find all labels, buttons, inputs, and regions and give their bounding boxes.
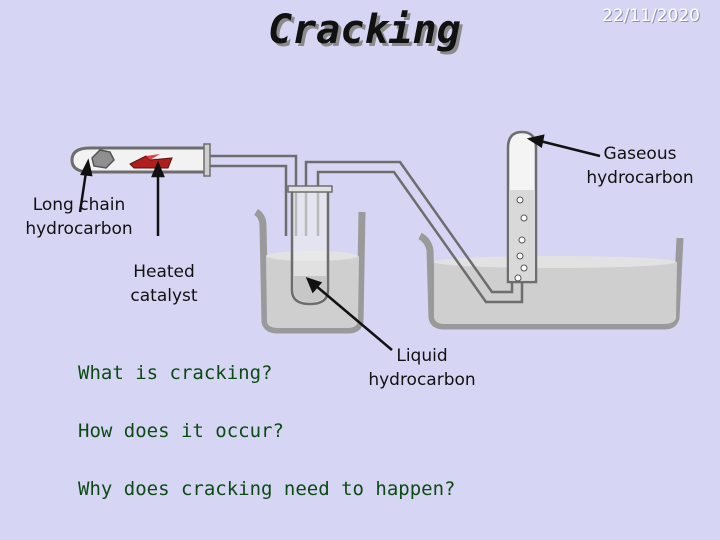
question-what-is-cracking: What is cracking? <box>78 362 273 384</box>
heated-catalyst-label: Heated catalyst <box>130 262 198 306</box>
catalyst-shape <box>129 154 173 169</box>
long-chain-hydrocarbon-label: Long chain hydrocarbon <box>25 195 133 239</box>
liquid-hydrocarbon-label: Liquid hydrocarbon <box>368 346 476 390</box>
question-how-does-it-occur: How does it occur? <box>78 420 284 442</box>
question-why-cracking: Why does cracking need to happen? <box>78 478 456 500</box>
pointer-arrows <box>78 134 601 351</box>
date-label: 22/11/2020 <box>602 6 700 26</box>
page-title: Cracking <box>268 7 461 53</box>
gas-collection-tube <box>506 130 538 284</box>
gaseous-hydrocarbon-label: Gaseous hydrocarbon <box>586 144 694 188</box>
mineral-wool-shape <box>91 149 115 169</box>
trough-beaker <box>418 232 684 330</box>
